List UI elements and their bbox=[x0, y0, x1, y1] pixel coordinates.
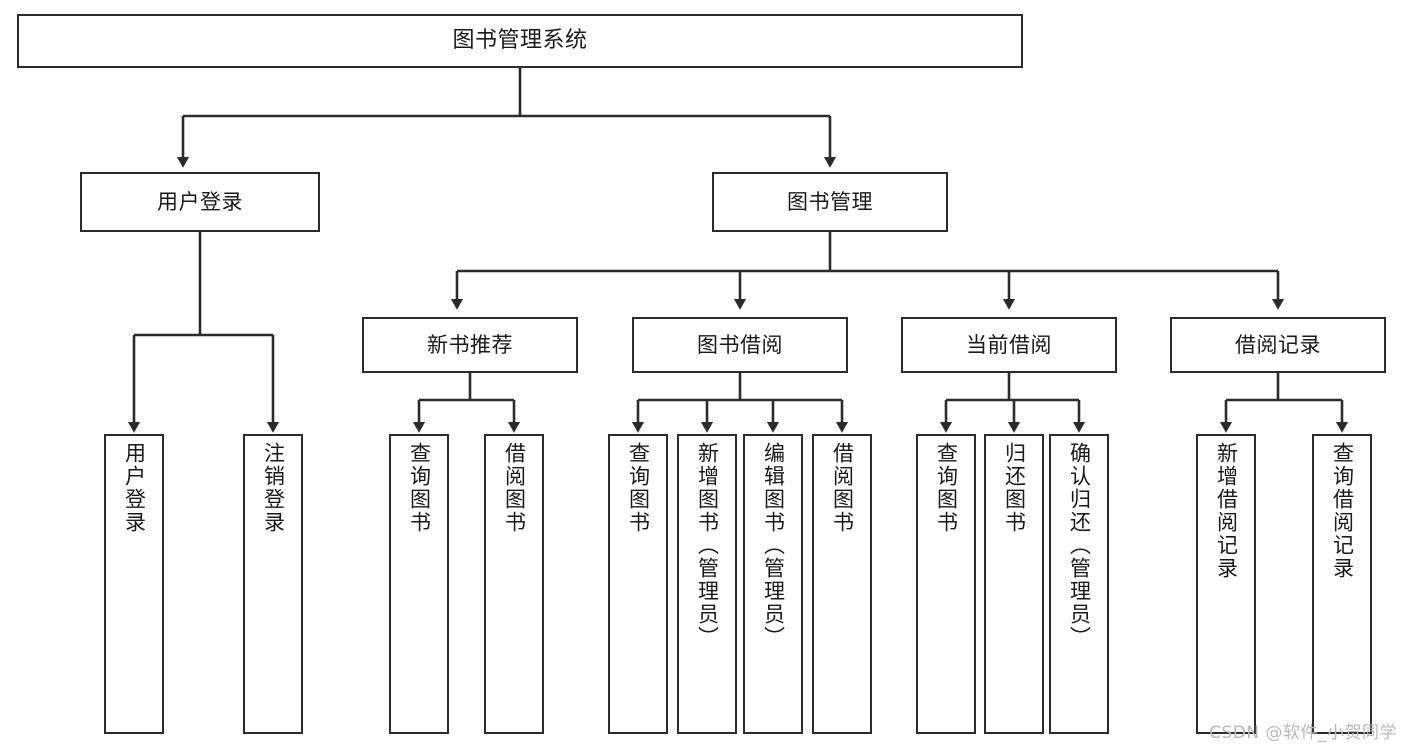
node-label: 用户登录 bbox=[122, 442, 147, 534]
node-label: 用户登录 bbox=[157, 189, 243, 214]
leaf-borrow-edit-book-admin[interactable]: 编辑图书（管理员） bbox=[743, 434, 803, 734]
leaf-current-query-book[interactable]: 查询图书 bbox=[916, 434, 976, 734]
node-root-system[interactable]: 图书管理系统 bbox=[17, 14, 1023, 68]
node-label: 新增图书（管理员） bbox=[695, 442, 720, 649]
leaf-borrow-borrow-book[interactable]: 借阅图书 bbox=[812, 434, 872, 734]
node-book-management[interactable]: 图书管理 bbox=[712, 172, 948, 232]
leaf-current-return-book[interactable]: 归还图书 bbox=[984, 434, 1044, 734]
node-label: 注销登录 bbox=[261, 442, 286, 534]
node-label: 查询图书 bbox=[934, 442, 959, 534]
node-label: 新书推荐 bbox=[427, 332, 513, 357]
node-label: 编辑图书（管理员） bbox=[761, 442, 786, 649]
node-label: 归还图书 bbox=[1002, 442, 1027, 534]
leaf-user-login-signin[interactable]: 用户登录 bbox=[104, 434, 164, 734]
node-label: 查询图书 bbox=[407, 442, 432, 534]
node-label: 查询图书 bbox=[626, 442, 651, 534]
node-label: 借阅记录 bbox=[1235, 332, 1321, 357]
node-label: 图书管理系统 bbox=[452, 28, 588, 54]
node-current-borrow[interactable]: 当前借阅 bbox=[901, 317, 1117, 373]
node-label: 借阅图书 bbox=[502, 442, 527, 534]
node-label: 确认归还（管理员） bbox=[1067, 442, 1092, 649]
leaf-borrow-add-book-admin[interactable]: 新增图书（管理员） bbox=[677, 434, 737, 734]
leaf-new-books-borrow[interactable]: 借阅图书 bbox=[484, 434, 544, 734]
leaf-records-add-record[interactable]: 新增借阅记录 bbox=[1196, 434, 1256, 734]
leaf-current-confirm-return-admin[interactable]: 确认归还（管理员） bbox=[1049, 434, 1109, 734]
leaf-records-query-record[interactable]: 查询借阅记录 bbox=[1312, 434, 1372, 734]
node-label: 借阅图书 bbox=[830, 442, 855, 534]
node-book-borrow[interactable]: 图书借阅 bbox=[632, 317, 848, 373]
watermark: CSDN @软件_小贺同学 bbox=[1209, 723, 1397, 743]
node-borrow-records[interactable]: 借阅记录 bbox=[1170, 317, 1386, 373]
node-label: 查询借阅记录 bbox=[1330, 442, 1355, 580]
node-new-book-recommend[interactable]: 新书推荐 bbox=[362, 317, 578, 373]
leaf-borrow-query-book[interactable]: 查询图书 bbox=[608, 434, 668, 734]
node-user-login[interactable]: 用户登录 bbox=[80, 172, 320, 232]
node-label: 图书管理 bbox=[787, 189, 873, 214]
leaf-user-login-signout[interactable]: 注销登录 bbox=[243, 434, 303, 734]
node-label: 当前借阅 bbox=[966, 332, 1052, 357]
leaf-new-books-query[interactable]: 查询图书 bbox=[389, 434, 449, 734]
node-label: 新增借阅记录 bbox=[1214, 442, 1239, 580]
node-label: 图书借阅 bbox=[697, 332, 783, 357]
